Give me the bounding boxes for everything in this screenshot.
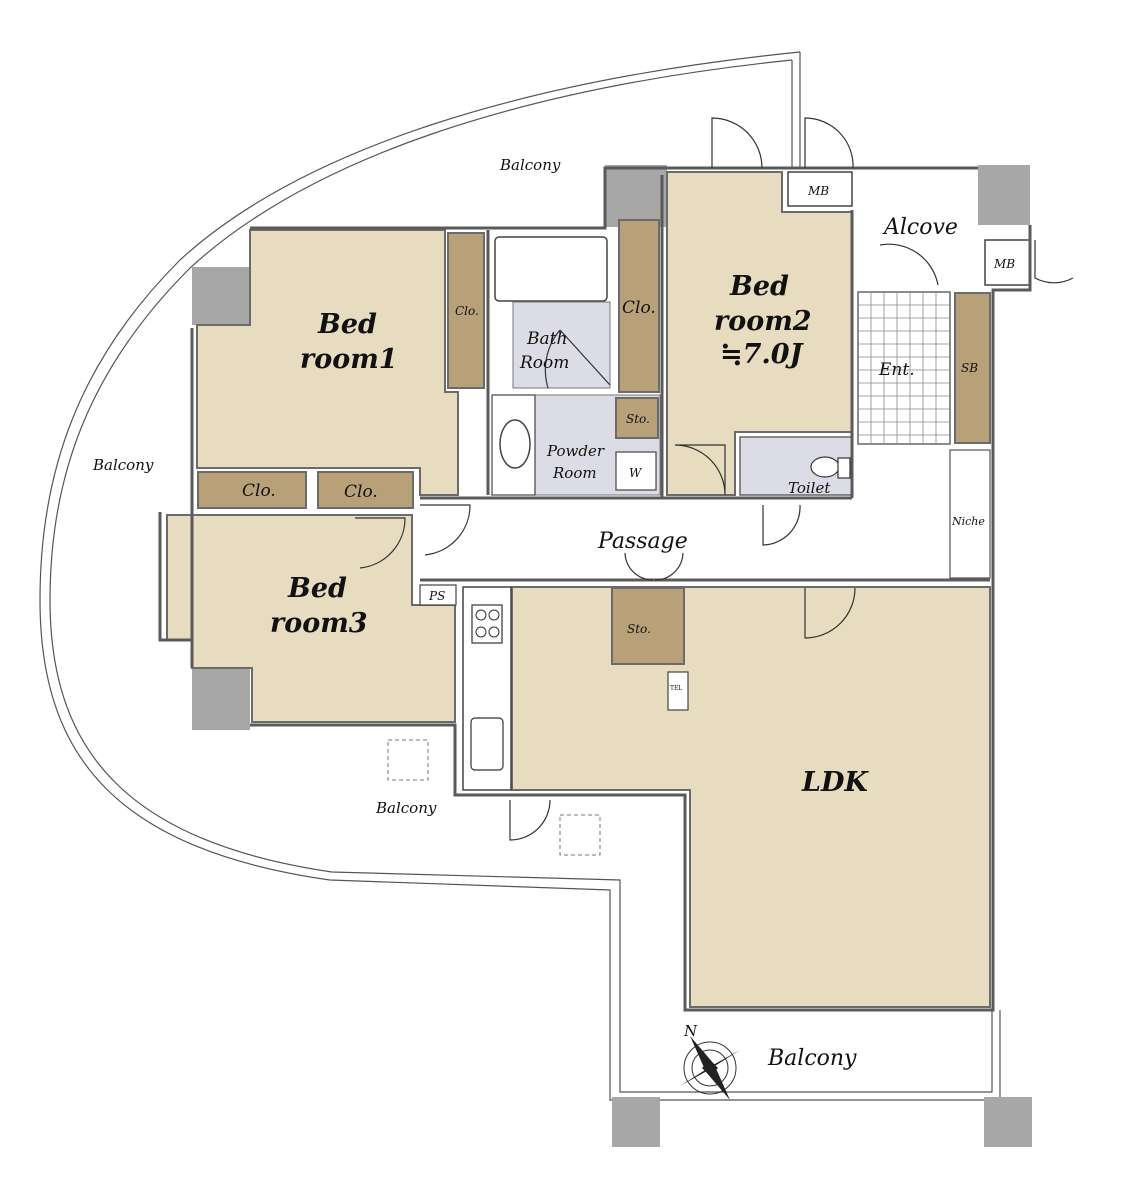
bath-door-swing xyxy=(544,329,611,389)
tel-label: TEL xyxy=(670,685,682,692)
ldk-area xyxy=(511,586,991,1008)
stove-burner-1 xyxy=(475,609,487,621)
balcony-bottom-label: Balcony xyxy=(767,1046,857,1071)
bedroom2-label-1: Bed xyxy=(729,271,789,302)
storage-powder-label: Sto. xyxy=(626,412,650,426)
closet-right xyxy=(317,471,414,509)
ps-label: PS xyxy=(428,589,445,603)
storage-ldk xyxy=(611,587,685,665)
powder-label-2: Room xyxy=(552,464,597,482)
door-swings xyxy=(355,117,1074,841)
shoe-box-label: SB xyxy=(961,361,978,375)
washer-box xyxy=(615,451,657,491)
entrance-tiles xyxy=(857,291,951,445)
closet-bed2-label: Clo. xyxy=(622,298,656,318)
closet-bed1 xyxy=(447,232,485,389)
powder-label-1: Powder xyxy=(546,442,605,460)
pillar-left-top xyxy=(192,267,250,325)
ac-unit-1 xyxy=(387,739,429,781)
bedroom3-label-1: Bed xyxy=(287,573,347,604)
bath-tub xyxy=(494,236,608,302)
shoe-box xyxy=(954,292,991,444)
bedroom1-area xyxy=(196,229,459,496)
stove xyxy=(471,604,503,644)
alcove-label: Alcove xyxy=(882,215,958,240)
mb-box-1 xyxy=(787,171,853,207)
mb-label-1: MB xyxy=(807,184,829,198)
washer-label: W xyxy=(629,466,643,480)
balcony-outline xyxy=(39,51,1001,1101)
compass-rose xyxy=(680,1036,740,1100)
bath-label-1: Bath xyxy=(526,329,567,349)
storage-ldk-label: Sto. xyxy=(627,622,651,636)
closet-left xyxy=(197,471,307,509)
ps-box xyxy=(419,584,457,606)
balcony-outline-inner xyxy=(49,59,993,1093)
bedroom1-label-2: room1 xyxy=(300,344,398,375)
tel-box xyxy=(667,671,689,711)
balcony-mid-label: Balcony xyxy=(375,799,437,817)
stove-burner-4 xyxy=(488,626,500,638)
bedroom2-label-2: room2 xyxy=(714,306,812,337)
pillar-bottom-right xyxy=(984,1097,1032,1147)
balcony-left-label: Balcony xyxy=(92,456,154,474)
closet-left-label: Clo. xyxy=(242,481,276,501)
wash-basin xyxy=(499,419,531,469)
niche-label: Niche xyxy=(951,515,985,528)
toilet-bowl xyxy=(810,456,840,478)
mb-label-2: MB xyxy=(993,257,1015,271)
stove-burner-3 xyxy=(475,626,487,638)
compass-north-label: N xyxy=(683,1022,698,1040)
balcony-top-label: Balcony xyxy=(499,156,561,174)
niche-box xyxy=(949,449,991,579)
ac-unit-2 xyxy=(559,814,601,856)
pillar-top-right xyxy=(978,165,1030,225)
closet-bed2 xyxy=(618,219,660,393)
entrance-label: Ent. xyxy=(878,360,915,380)
bath-room-area xyxy=(512,301,611,389)
stove-burner-2 xyxy=(488,609,500,621)
passage-label: Passage xyxy=(597,529,688,554)
pillar-top xyxy=(605,165,667,227)
bedroom2-size: ≒7.0J xyxy=(720,339,805,370)
bath-label-2: Room xyxy=(519,353,569,373)
kitchen-sink xyxy=(470,717,504,771)
ldk-label: LDK xyxy=(801,767,869,798)
bedroom3-label-2: room3 xyxy=(270,608,368,639)
pillar-bottom-left xyxy=(612,1097,660,1147)
closet-bed1-label: Clo. xyxy=(455,304,479,318)
storage-powder xyxy=(615,397,659,439)
bedroom1-label-1: Bed xyxy=(317,309,377,340)
toilet-label: Toilet xyxy=(788,479,831,497)
walls xyxy=(158,166,1032,1012)
pillar-left-bottom xyxy=(192,668,250,730)
closet-right-label: Clo. xyxy=(344,482,378,502)
toilet-tank xyxy=(837,457,851,479)
